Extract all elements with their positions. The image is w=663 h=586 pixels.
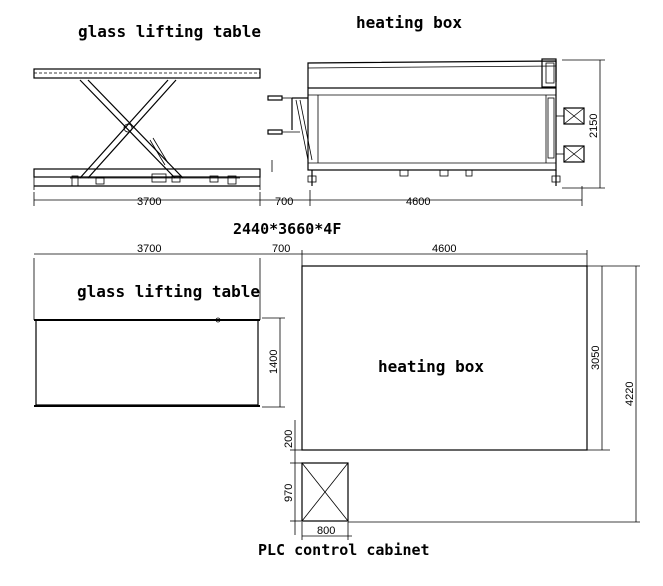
dim-elev-gap: 700 (275, 196, 293, 208)
elevation-dims-table: 3700 700 (33, 192, 310, 208)
dim-plan-table-len: 3700 (137, 243, 161, 255)
heating-box-plan (301, 265, 588, 451)
dim-elev-table-len: 3700 (137, 196, 161, 208)
scissor-arm-a2 (87, 79, 184, 179)
plan-table-body (35, 319, 259, 406)
plan-lifting-table-label: glass lifting table (77, 282, 260, 301)
heating-box-elevation (267, 58, 585, 186)
box-valve-top-x2 (563, 107, 585, 125)
box-under-3 (465, 169, 473, 177)
plan-box-width-dims: 3050 4220 (348, 265, 640, 523)
dim-elev-height: 2150 (588, 114, 600, 138)
front-bracket-bottom (267, 129, 283, 135)
plan-table-marker (215, 317, 221, 323)
elevation-dims-box: 4600 2150 (309, 59, 605, 208)
base-block-2 (151, 173, 167, 183)
glass-spec: 2440*3660*4F (233, 220, 341, 238)
plc-cabinet-label: PLC control cabinet (258, 541, 430, 559)
heating-box-title: heating box (356, 13, 462, 32)
dim-plan-total-width: 4220 (624, 382, 636, 406)
dim-cab-gap: 200 (283, 430, 295, 448)
plc-cabinet-plan: 200 970 800 (283, 420, 352, 540)
plan-table-width-dim: 1400 (262, 317, 285, 408)
dim-elev-box-len: 4600 (406, 196, 430, 208)
dim-plan-box-width: 3050 (590, 346, 602, 370)
arm-brace-b (299, 99, 313, 161)
front-bracket-top (267, 95, 283, 101)
lid-hinge-block (541, 58, 557, 88)
base-wheel-1 (71, 175, 79, 187)
scissor-pivot (123, 123, 133, 133)
dim-plan-table-width: 1400 (268, 350, 280, 374)
box-foot-l (307, 175, 317, 183)
box-side-panel (547, 97, 555, 159)
dim-plan-box-len: 4600 (432, 243, 456, 255)
lifting-table-title: glass lifting table (78, 22, 261, 41)
base-block-3 (171, 175, 181, 183)
base-wheel-2 (227, 175, 237, 185)
box-valve-bottom-x2 (563, 145, 585, 163)
table-base-top (33, 168, 261, 178)
dim-plan-gap: 700 (272, 243, 290, 255)
base-block-4 (209, 175, 219, 183)
box-under-2 (439, 169, 449, 177)
plan-top-dims: 3700 700 4600 (34, 243, 588, 266)
plc-cabinet-x2 (301, 462, 349, 522)
lifting-table-elevation (33, 68, 261, 190)
base-block-1 (95, 177, 105, 185)
lifting-table-plan (33, 258, 261, 407)
scissor-arm-a1 (79, 79, 176, 179)
box-lid-inner (307, 65, 557, 69)
box-lid (307, 60, 557, 88)
box-under-1 (399, 169, 409, 177)
hydraulic-cylinder-b (152, 137, 169, 164)
plan-heating-box-label: heating box (378, 357, 484, 376)
hydraulic-cylinder (149, 139, 166, 166)
arm-brace (295, 99, 309, 161)
lid-hinge-inner (545, 62, 555, 84)
plan-box-body (301, 265, 588, 451)
box-body (307, 87, 557, 171)
dim-cab-width: 800 (317, 525, 335, 537)
dim-cab-depth: 970 (283, 484, 295, 502)
plc-cabinet-body (301, 462, 349, 522)
box-foot-r (551, 175, 561, 183)
table-top-plate (33, 68, 261, 79)
